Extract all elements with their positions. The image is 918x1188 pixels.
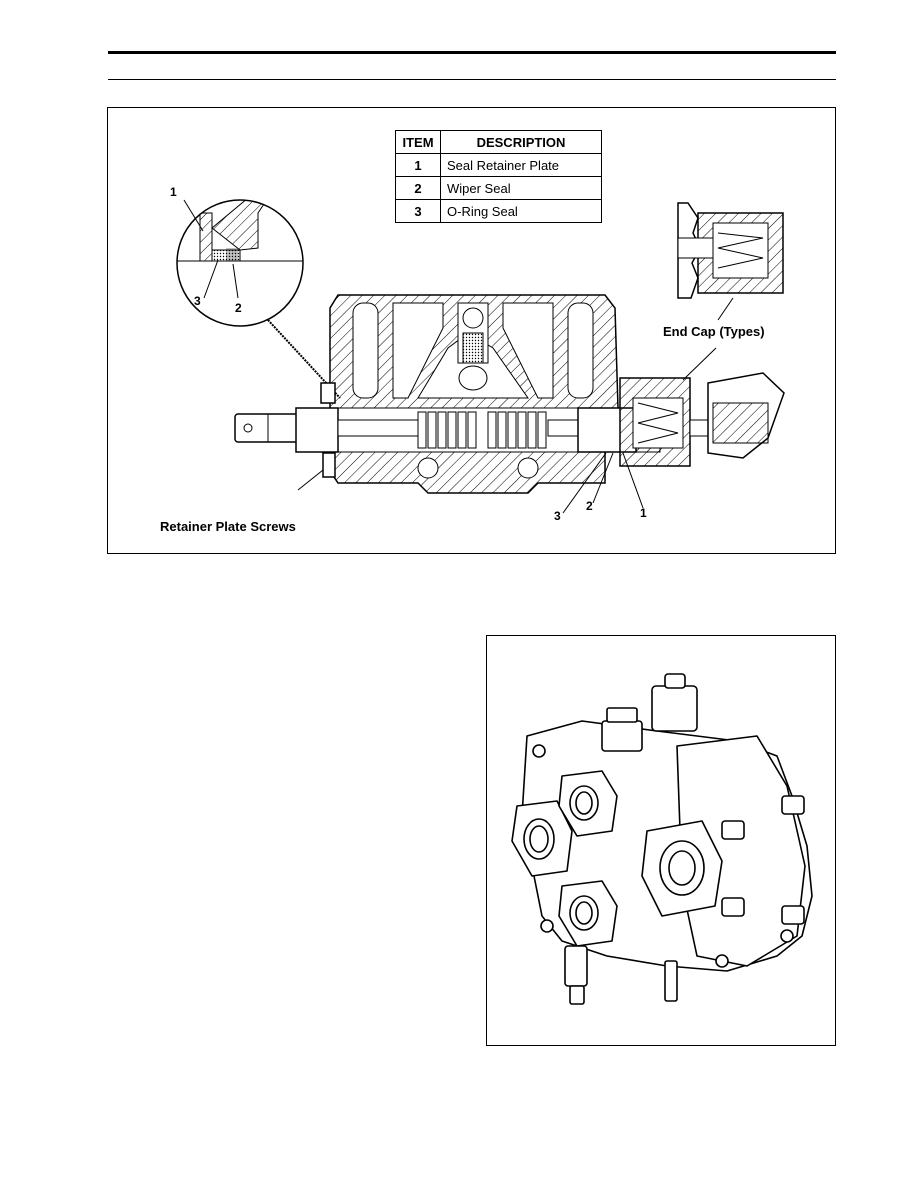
header-rule-thin bbox=[108, 79, 836, 80]
valve-section-drawing bbox=[176, 199, 785, 514]
main-callout-2: 2 bbox=[586, 499, 593, 513]
legend-item-description: Wiper Seal bbox=[440, 176, 602, 200]
seal-diagram-figure: ITEM DESCRIPTION 1 Seal Retainer Plate 2… bbox=[107, 107, 836, 554]
parts-legend-table: ITEM DESCRIPTION 1 Seal Retainer Plate 2… bbox=[395, 130, 602, 223]
end-cap-types-inset bbox=[677, 202, 784, 381]
legend-item-number: 2 bbox=[395, 176, 441, 200]
legend-item-number: 1 bbox=[395, 153, 441, 177]
callout-leaders bbox=[297, 452, 644, 514]
seal-detail-circle bbox=[176, 199, 341, 399]
detail-callout-1: 1 bbox=[170, 185, 177, 199]
legend-row: 2 Wiper Seal bbox=[395, 176, 602, 200]
legend-header-description: DESCRIPTION bbox=[440, 130, 602, 154]
legend-header-item: ITEM bbox=[395, 130, 441, 154]
legend-item-description: Seal Retainer Plate bbox=[440, 153, 602, 177]
retainer-screw bbox=[322, 452, 336, 478]
detail-callout-3: 3 bbox=[194, 294, 201, 308]
legend-item-number: 3 bbox=[395, 199, 441, 223]
main-callout-3: 3 bbox=[554, 509, 561, 523]
detail-callout-2: 2 bbox=[235, 301, 242, 315]
valve-spool bbox=[234, 407, 661, 453]
legend-row: 1 Seal Retainer Plate bbox=[395, 153, 602, 177]
legend-item-description: O-Ring Seal bbox=[440, 199, 602, 223]
valve-assembly-figure bbox=[486, 635, 836, 1046]
retainer-plate-screws-label: Retainer Plate Screws bbox=[160, 519, 296, 534]
end-cap-types-label: End Cap (Types) bbox=[663, 324, 765, 339]
main-callout-1: 1 bbox=[640, 506, 647, 520]
header-rule-thick bbox=[108, 51, 836, 54]
legend-row: 3 O-Ring Seal bbox=[395, 199, 602, 223]
control-valve-assembly-illustration bbox=[511, 673, 813, 1005]
end-cap-main bbox=[619, 372, 785, 467]
valve-body bbox=[329, 294, 621, 494]
retainer-screw-upper bbox=[320, 382, 336, 404]
